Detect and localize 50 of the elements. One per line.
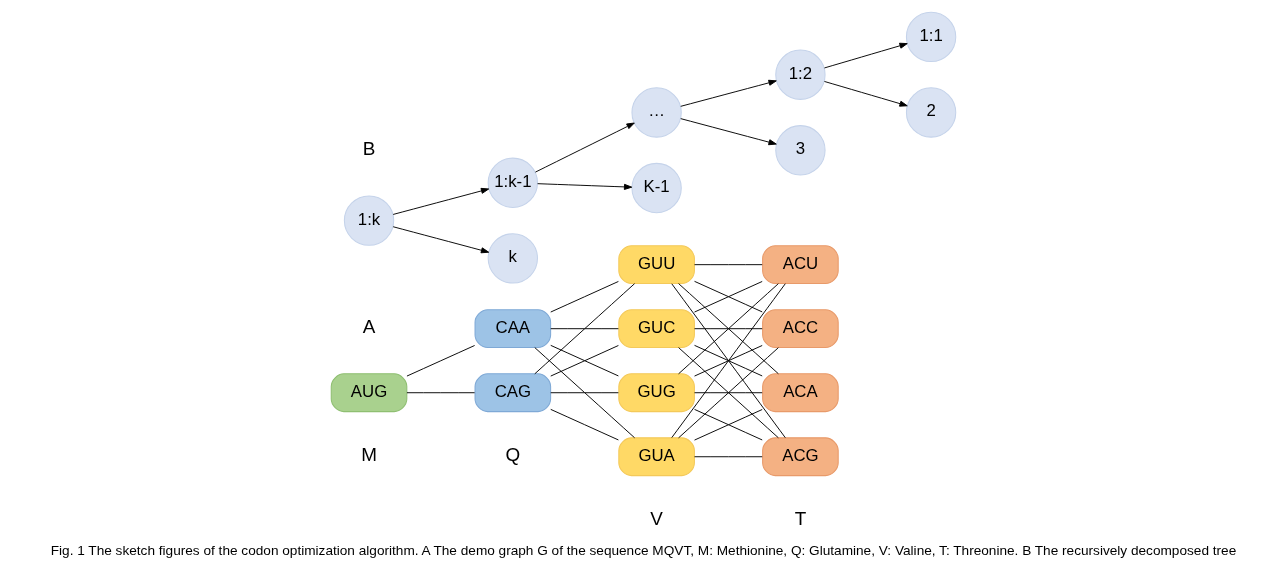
arrow — [392, 226, 490, 254]
connector — [550, 408, 619, 441]
arrow — [680, 118, 777, 146]
connector — [694, 328, 763, 330]
node-circle: 1:1 — [905, 11, 957, 63]
node-circle: 2 — [905, 87, 957, 138]
node-circle: 1:k-1 — [487, 157, 538, 208]
node-box: GUU — [618, 245, 695, 285]
connector — [694, 392, 763, 394]
label: A — [362, 316, 376, 338]
node-box: CAA — [474, 309, 552, 349]
node-box: ACC — [762, 309, 839, 349]
node-box: GUA — [618, 437, 695, 477]
connector — [406, 392, 476, 394]
node-box: ACA — [762, 373, 839, 413]
connector — [678, 283, 779, 375]
connector — [550, 281, 619, 313]
label: M — [361, 444, 377, 466]
node-box: ACG — [762, 437, 839, 477]
arrow — [824, 42, 908, 69]
connector — [550, 392, 619, 394]
arrow — [392, 187, 490, 215]
arrow — [534, 122, 635, 173]
connector — [534, 283, 636, 375]
label: Q — [505, 444, 521, 466]
node-circle: 1:k — [343, 195, 395, 246]
connector — [550, 328, 619, 330]
node-circle: 3 — [775, 125, 826, 176]
label: V — [650, 508, 663, 530]
connector — [671, 283, 786, 439]
connector — [678, 347, 779, 439]
arrow — [680, 79, 777, 107]
connector — [694, 456, 763, 458]
node-circle: K-1 — [631, 162, 682, 214]
arrow — [824, 81, 908, 107]
node-circle: k — [487, 233, 538, 284]
label: B — [362, 137, 376, 159]
node-circle: … — [631, 87, 682, 138]
node-box: CAG — [474, 373, 552, 413]
label: T — [794, 508, 807, 530]
arrow — [537, 183, 633, 190]
connector — [406, 345, 476, 377]
connector — [694, 264, 763, 266]
node-circle: 1:2 — [775, 49, 826, 100]
node-box: GUG — [618, 373, 695, 413]
node-box: AUG — [330, 373, 408, 413]
node-box: GUC — [618, 309, 695, 349]
connector — [534, 347, 636, 439]
node-box: ACU — [762, 245, 839, 285]
caption: Fig. 1 The sketch figures of the codon optimization algorithm. A The demo graph G of the sequence MQVT, M: Methionine, Q: Glutamine, V: Valine, T: Threonine. B The recursively decomposed tree — [50, 542, 1237, 558]
